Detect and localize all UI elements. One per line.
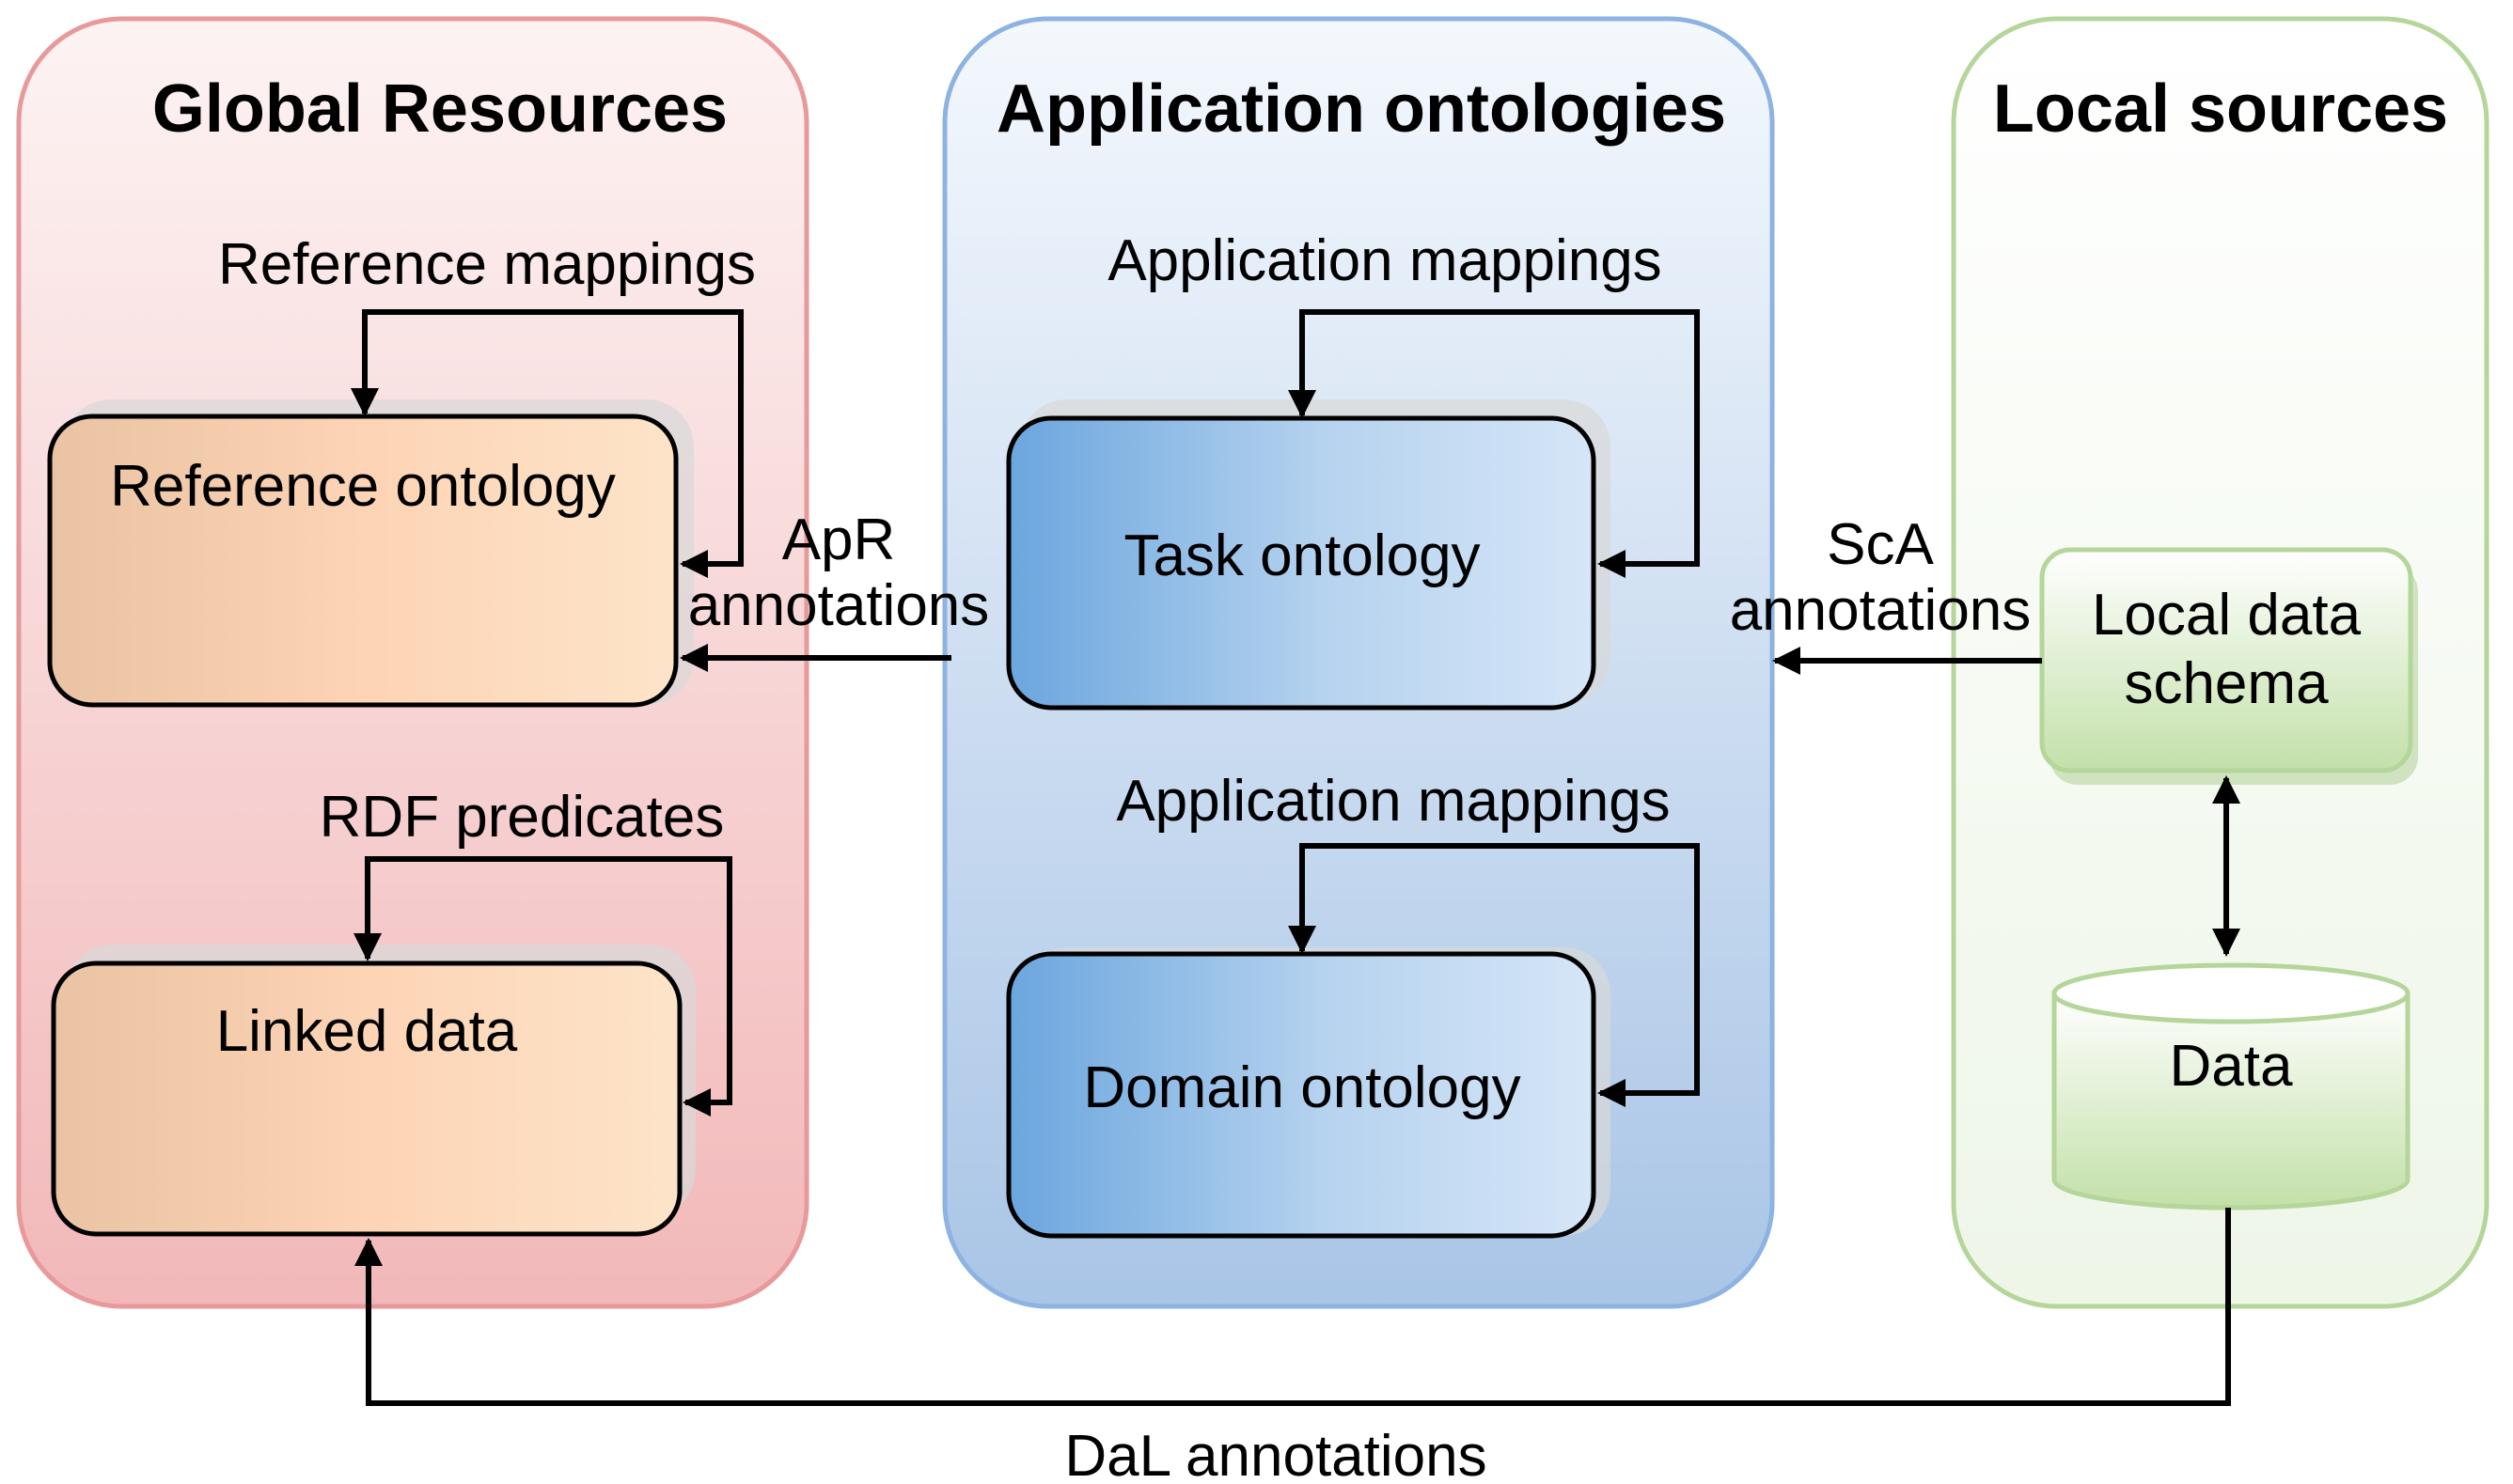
local-data-schema-line-1: Local data bbox=[2092, 583, 2362, 648]
rdf-predicates-loop bbox=[353, 856, 732, 1117]
data-label: Data bbox=[2170, 1034, 2293, 1099]
domain-application-mappings-loop bbox=[1288, 843, 1700, 1107]
apr-label-line-1: ApR bbox=[782, 508, 896, 572]
reference-ontology-label: Reference ontology bbox=[110, 454, 616, 519]
reference-mappings-loop bbox=[351, 309, 744, 578]
data-cylinder bbox=[2051, 962, 2411, 1211]
linked-data-label: Linked data bbox=[216, 999, 518, 1064]
sca-label-line-1: ScA bbox=[1827, 512, 1934, 577]
apr-label-line-2: annotations bbox=[688, 573, 990, 638]
application-mappings-top-label: Application mappings bbox=[1107, 228, 1661, 293]
local-sources-title: Local sources bbox=[1993, 71, 2448, 147]
application-ontologies-title: Application ontologies bbox=[997, 71, 1726, 147]
rdf-predicates-label: RDF predicates bbox=[320, 785, 725, 850]
dal-annotations-arrow bbox=[354, 1208, 2231, 1406]
task-ontology-label: Task ontology bbox=[1123, 523, 1480, 588]
application-mappings-bottom-label: Application mappings bbox=[1116, 769, 1670, 834]
task-application-mappings-loop bbox=[1288, 309, 1700, 578]
local-data-schema-line-2: schema bbox=[2124, 651, 2329, 716]
domain-ontology-label: Domain ontology bbox=[1083, 1055, 1520, 1120]
dal-annotations-label: DaL annotations bbox=[1064, 1424, 1486, 1484]
global-resources-title: Global Resources bbox=[152, 71, 728, 147]
reference-mappings-label: Reference mappings bbox=[218, 232, 756, 297]
sca-label-line-2: annotations bbox=[1730, 578, 2032, 643]
